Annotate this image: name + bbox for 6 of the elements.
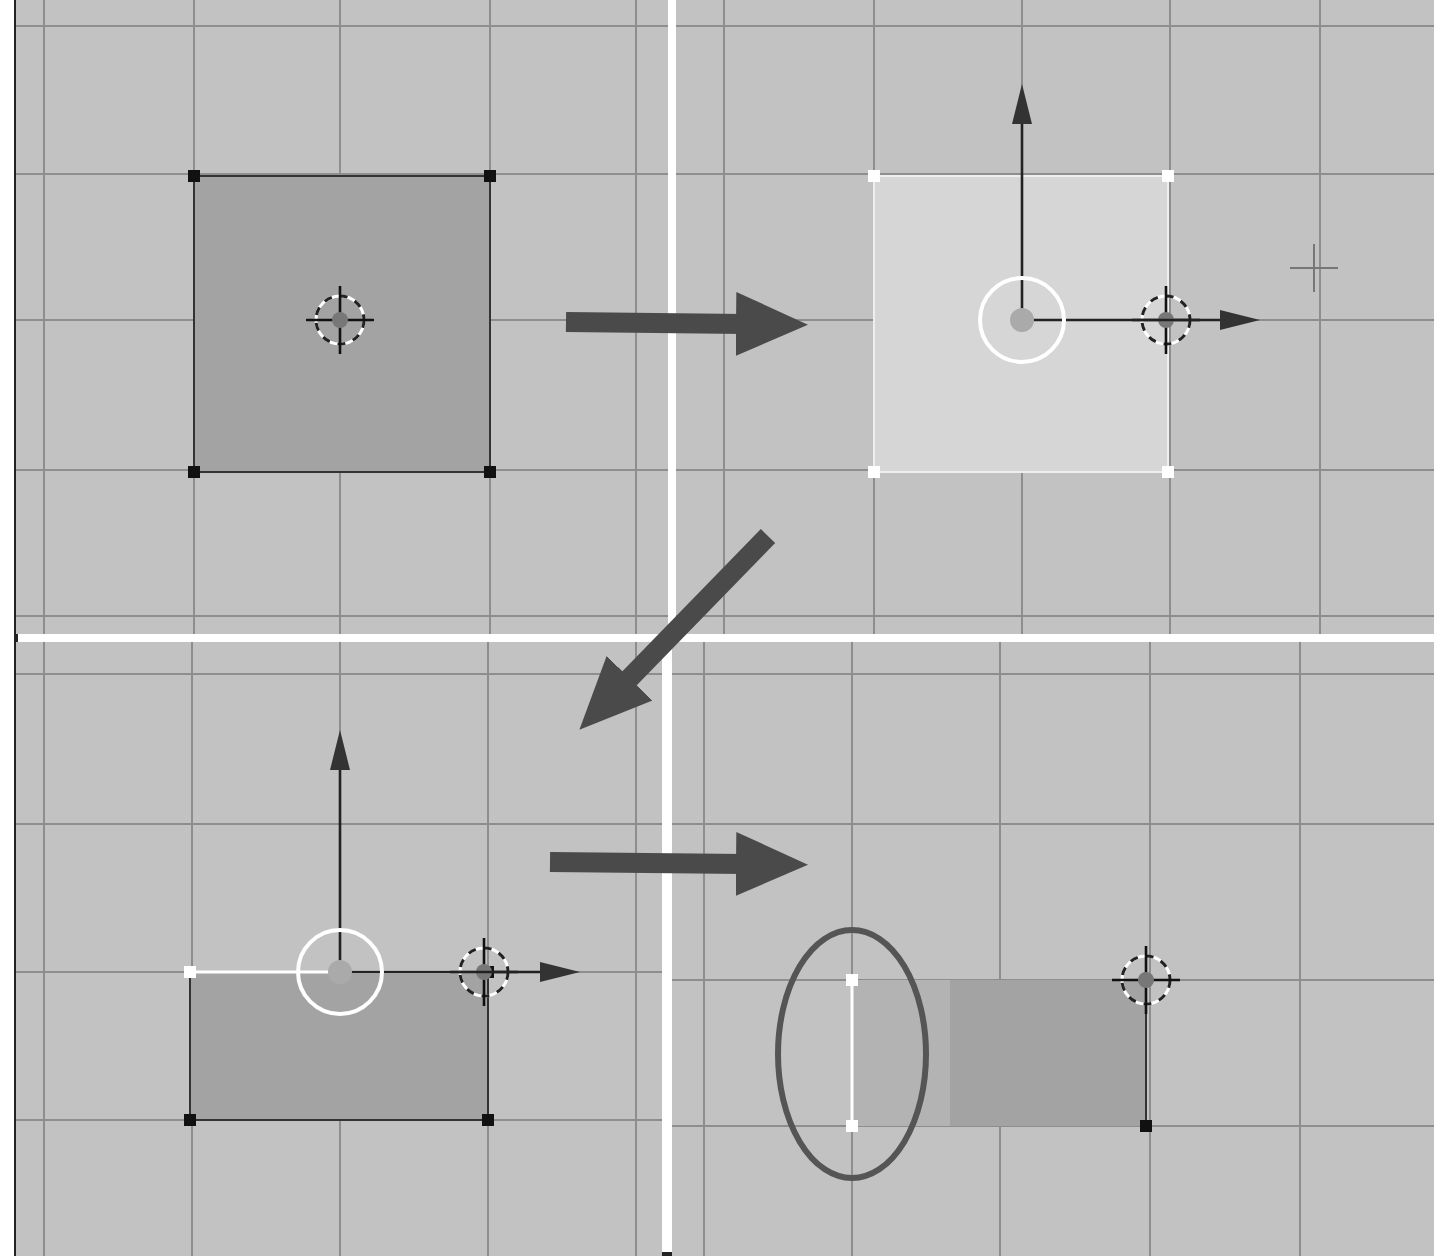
picture (16, 0, 668, 634)
picture (676, 0, 1434, 634)
arrow (549, 831, 808, 896)
picture (672, 642, 1434, 1256)
picture (16, 642, 662, 1256)
arrow (565, 291, 808, 356)
